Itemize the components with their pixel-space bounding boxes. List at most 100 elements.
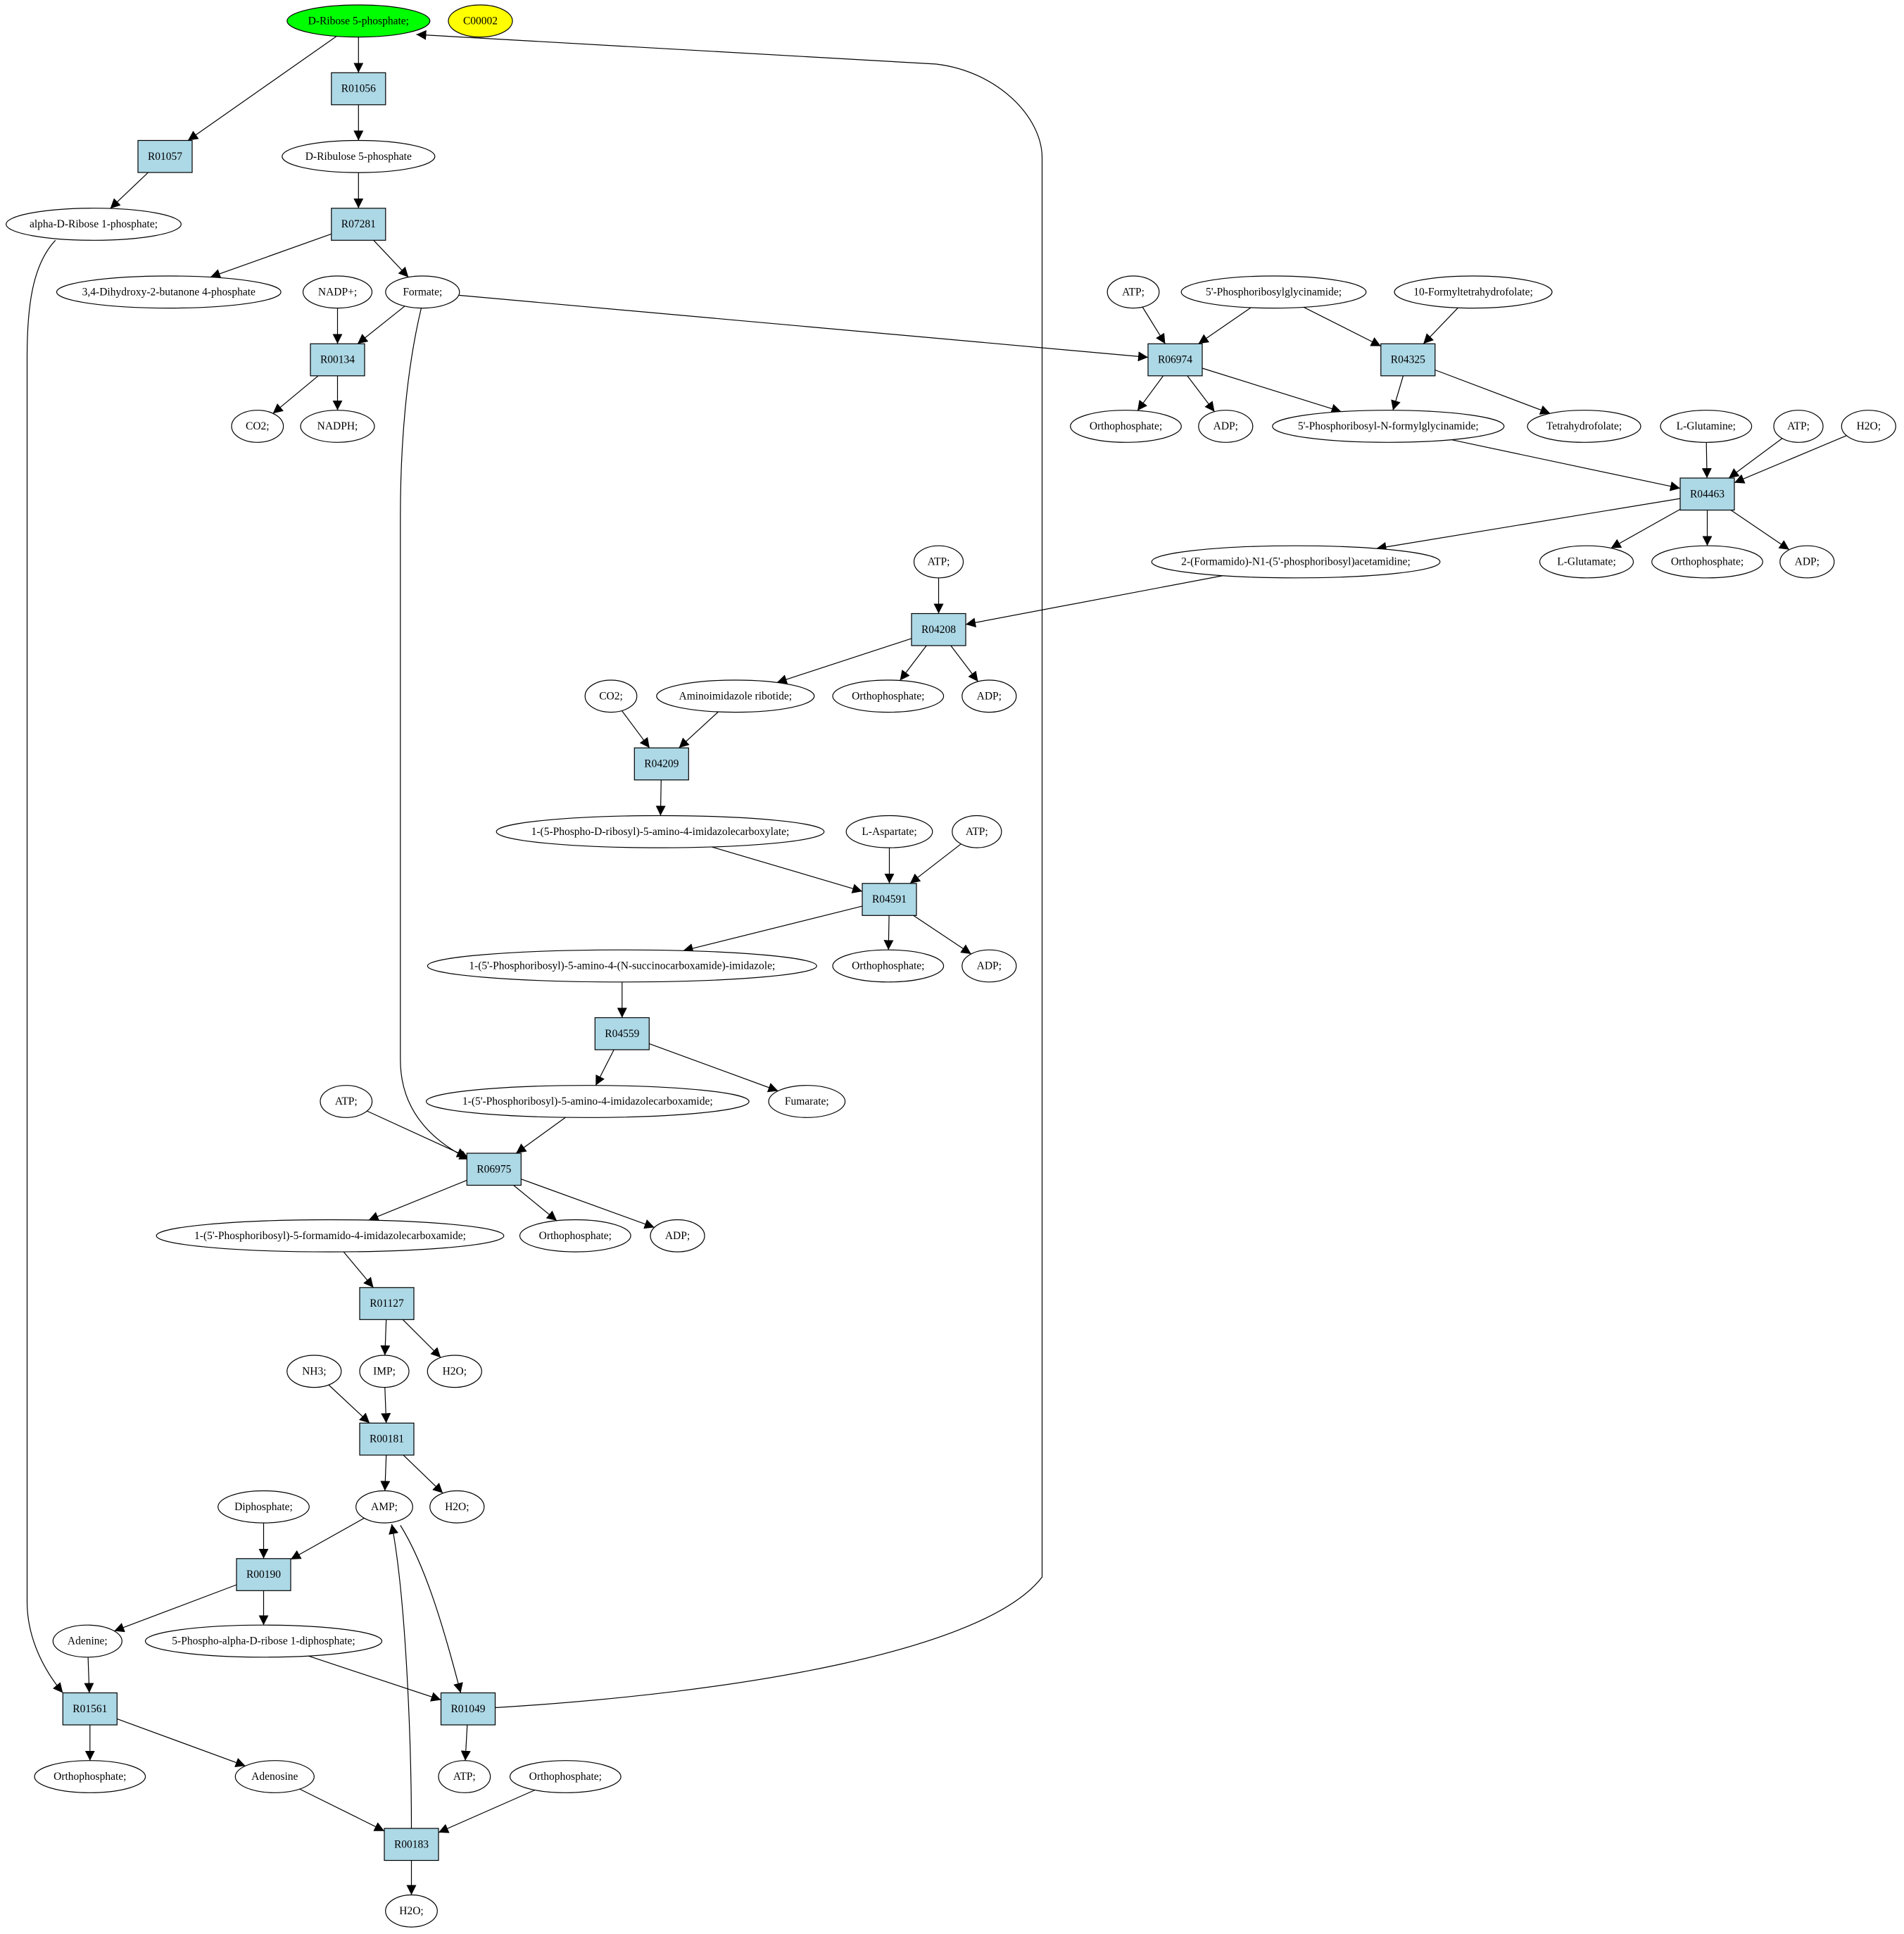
reaction-node-r_r07281[interactable]: R07281	[331, 208, 386, 241]
compound-node-c_h2o_d[interactable]: H2O;	[385, 1894, 438, 1928]
reaction-node-r_r01049[interactable]: R01049	[440, 1692, 496, 1726]
compound-node-c_pi_c[interactable]: Orthophosphate;	[832, 679, 945, 713]
compound-ellipse	[448, 4, 513, 38]
compound-node-c_prpp[interactable]: 5-Phospho-alpha-D-ribose 1-diphosphate;	[144, 1624, 383, 1658]
edge-c_10fthf-to-r_r04325	[1423, 307, 1458, 344]
reaction-node-r_r01057[interactable]: R01057	[137, 139, 193, 173]
compound-node-c_nh3[interactable]: NH3;	[286, 1355, 342, 1388]
compound-node-c_thf[interactable]: Tetrahydrofolate;	[1527, 410, 1641, 443]
compound-node-c_adp_c[interactable]: ADP;	[962, 679, 1017, 713]
compound-node-c_gln[interactable]: L-Glutamine;	[1660, 410, 1753, 443]
edge-c_nh3-to-r_r00181	[328, 1384, 370, 1424]
compound-node-c_adenosine[interactable]: Adenosine	[234, 1760, 315, 1793]
compound-node-c_adp_a[interactable]: ADP;	[1198, 410, 1254, 443]
compound-node-c_c00002[interactable]: C00002	[448, 4, 513, 38]
compound-ellipse	[845, 815, 933, 848]
compound-node-c_pi_b[interactable]: Orthophosphate;	[1651, 545, 1763, 579]
edge-c_gln-to-r_r04463	[1701, 442, 1712, 479]
compound-node-c_ribose5p[interactable]: D-Ribose 5-phosphate;	[286, 4, 431, 38]
compound-node-c_adenine[interactable]: Adenine;	[52, 1624, 122, 1658]
compound-node-c_saicar[interactable]: 1-(5'-Phosphoribosyl)-5-amino-4-(N-succi…	[427, 949, 817, 983]
node-label: Formate;	[403, 286, 442, 298]
compound-node-c_fgam[interactable]: 2-(Formamido)-N1-(5'-phosphoribosyl)acet…	[1151, 545, 1441, 579]
compound-node-c_10fthf[interactable]: 10-Formyltetrahydrofolate;	[1394, 275, 1553, 309]
compound-node-c_faicar[interactable]: 1-(5'-Phosphoribosyl)-5-formamido-4-imid…	[156, 1219, 505, 1252]
reaction-node-r_r04559[interactable]: R04559	[594, 1017, 650, 1050]
compound-ellipse	[56, 275, 282, 309]
node-label: R00183	[394, 1838, 429, 1850]
node-label: ATP;	[1122, 286, 1145, 298]
compound-ellipse	[832, 679, 945, 713]
compound-node-c_glu[interactable]: L-Glutamate;	[1539, 545, 1634, 579]
compound-node-c_ribulose5p[interactable]: D-Ribulose 5-phosphate	[282, 139, 436, 173]
compound-node-c_pi_e[interactable]: Orthophosphate;	[519, 1219, 631, 1252]
compound-node-c_h2o_b[interactable]: H2O;	[427, 1355, 482, 1388]
compound-node-c_asp[interactable]: L-Aspartate;	[845, 815, 933, 848]
node-label: R04208	[921, 624, 956, 636]
node-label: R00190	[246, 1569, 281, 1581]
reaction-box	[466, 1153, 522, 1186]
edge-c_atp_e-to-r_r06975	[367, 1110, 467, 1157]
reaction-node-r_r00134[interactable]: R00134	[310, 343, 365, 377]
compound-node-c_cair[interactable]: 1-(5-Phospho-D-ribosyl)-5-amino-4-imidaz…	[496, 815, 825, 848]
compound-node-c_nadph[interactable]: NADPH;	[300, 410, 375, 443]
reaction-node-r_r04208[interactable]: R04208	[911, 613, 966, 646]
edge-r_r04591-to-c_pi_d	[883, 915, 894, 950]
compound-node-c_atp_f[interactable]: ATP;	[438, 1760, 491, 1793]
node-label: R00181	[370, 1433, 404, 1445]
compound-node-c_dhbp[interactable]: 3,4-Dihydroxy-2-butanone 4-phosphate	[56, 275, 282, 309]
compound-node-c_atp_a[interactable]: ATP;	[1107, 275, 1160, 309]
edge-c_faicar-to-r_r01127	[343, 1251, 374, 1288]
compound-node-c_pi_a[interactable]: Orthophosphate;	[1070, 410, 1182, 443]
reaction-node-r_r00181[interactable]: R00181	[359, 1422, 415, 1456]
edge-c_amp-to-r_r00190	[290, 1517, 365, 1560]
reaction-node-r_r01056[interactable]: R01056	[331, 72, 386, 106]
compound-ellipse	[355, 1490, 413, 1524]
compound-node-c_nadp[interactable]: NADP+;	[302, 275, 373, 309]
compound-ellipse	[231, 410, 284, 443]
reaction-node-r_r04591[interactable]: R04591	[862, 883, 917, 916]
compound-node-c_air[interactable]: Aminoimidazole ribotide;	[656, 679, 815, 713]
compound-ellipse	[234, 1760, 315, 1793]
compound-node-c_atp_e[interactable]: ATP;	[320, 1085, 373, 1118]
compound-node-c_h2o_c[interactable]: H2O;	[429, 1490, 485, 1524]
compound-node-c_atp_b[interactable]: ATP;	[1773, 410, 1824, 443]
edge-c_atp_b-to-r_r04463	[1728, 438, 1783, 479]
compound-node-c_gar[interactable]: 5'-Phosphoribosylglycinamide;	[1180, 275, 1367, 309]
compound-node-c_atp_d[interactable]: ATP;	[952, 815, 1002, 848]
reaction-node-r_r00190[interactable]: R00190	[236, 1558, 291, 1591]
compound-node-c_imp[interactable]: IMP;	[359, 1355, 410, 1388]
compound-node-c_adp_b[interactable]: ADP;	[1779, 545, 1835, 579]
compound-node-c_diphosphate[interactable]: Diphosphate;	[217, 1490, 310, 1524]
reaction-node-r_r00183[interactable]: R00183	[384, 1828, 439, 1861]
reaction-node-r_r06975[interactable]: R06975	[466, 1153, 522, 1186]
node-label: 10-Formyltetrahydrofolate;	[1413, 286, 1533, 298]
compound-node-c_fumarate[interactable]: Fumarate;	[768, 1085, 846, 1118]
compound-node-c_co2_b[interactable]: CO2;	[584, 679, 638, 713]
compound-node-c_adp_d[interactable]: ADP;	[962, 949, 1017, 983]
compound-node-c_formate[interactable]: Formate;	[385, 275, 460, 309]
edge-r_r00190-to-c_adenine	[114, 1584, 237, 1633]
reaction-node-r_r01561[interactable]: R01561	[62, 1692, 118, 1726]
edge-c_amp-to-r_r01049	[400, 1525, 463, 1693]
compound-node-c_fgar[interactable]: 5'-Phosphoribosyl-N-formylglycinamide;	[1272, 410, 1505, 443]
compound-node-c_atp_c[interactable]: ATP;	[913, 545, 964, 579]
compound-node-c_amp[interactable]: AMP;	[355, 1490, 413, 1524]
reaction-node-r_r04463[interactable]: R04463	[1679, 477, 1735, 511]
compound-node-c_pi_g[interactable]: Orthophosphate;	[509, 1760, 622, 1793]
compound-node-c_aicar[interactable]: 1-(5'-Phosphoribosyl)-5-amino-4-imidazol…	[425, 1085, 750, 1118]
compound-node-c_h2o_a[interactable]: H2O;	[1841, 410, 1896, 443]
compound-node-c_pi_f[interactable]: Orthophosphate;	[34, 1760, 146, 1793]
compound-ellipse	[429, 1490, 485, 1524]
compound-node-c_adp_e[interactable]: ADP;	[650, 1219, 705, 1252]
node-label: CO2;	[599, 690, 623, 702]
reaction-box	[862, 883, 917, 916]
reaction-node-r_r04325[interactable]: R04325	[1380, 343, 1436, 377]
edge-r_r04463-to-c_fgam	[1376, 498, 1681, 552]
compound-node-c_pi_d[interactable]: Orthophosphate;	[832, 949, 945, 983]
reaction-node-r_r01127[interactable]: R01127	[359, 1287, 415, 1320]
compound-node-c_aribose1p[interactable]: alpha-D-Ribose 1-phosphate;	[6, 208, 182, 241]
reaction-node-r_r04209[interactable]: R04209	[633, 747, 689, 781]
reaction-node-r_r06974[interactable]: R06974	[1147, 343, 1203, 377]
compound-node-c_co2_a[interactable]: CO2;	[231, 410, 284, 443]
